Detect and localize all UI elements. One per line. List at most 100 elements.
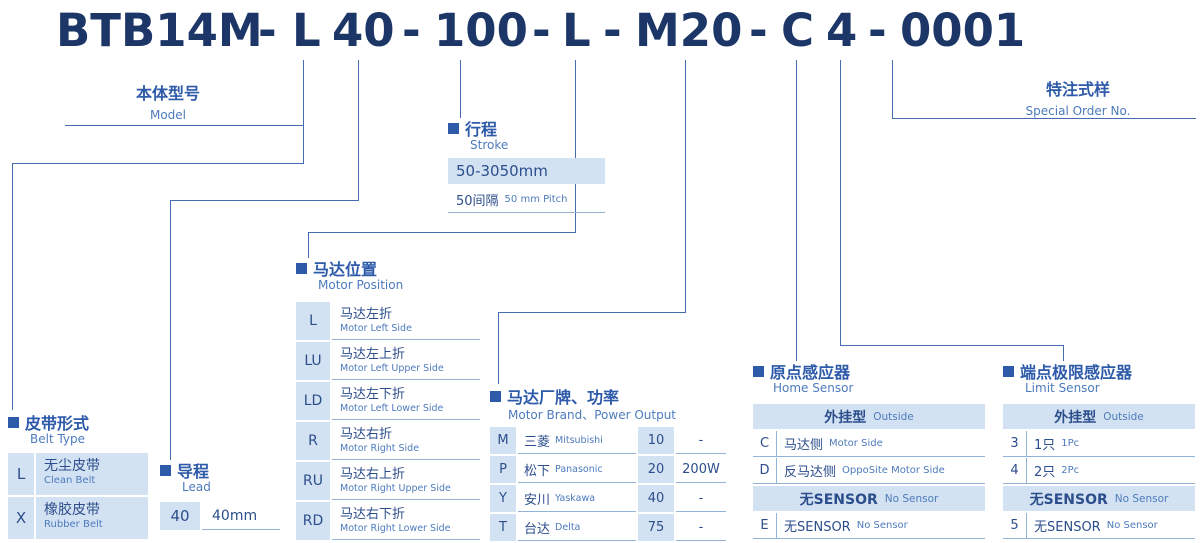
row-desc-en: Rubber Belt	[44, 519, 103, 530]
row-desc-zh: 马达侧	[784, 438, 824, 453]
table-row: LU 马达左上折 Motor Left Upper Side	[296, 342, 480, 380]
brand-en: Mitsubishi	[555, 434, 603, 446]
row-code: LU	[296, 342, 330, 380]
row-wattage: -	[676, 514, 726, 541]
row-desc-zh: 无SENSOR	[1034, 520, 1101, 535]
code-segment-motor-brand: M20	[635, 4, 743, 57]
row-desc-zh: 马达左折	[340, 307, 393, 322]
connector-line	[303, 60, 304, 163]
motor-position-title-zh: 马达位置	[313, 260, 378, 279]
row-code: E	[753, 513, 777, 538]
lead-title-zh: 导程	[177, 462, 210, 481]
row-brand: 安川 Yaskawa	[518, 485, 636, 512]
connector-line	[575, 60, 576, 232]
code-segment-special-order: 0001	[900, 4, 1026, 57]
code-segment-limit-sensor: 4	[826, 4, 858, 57]
row-desc: 马达右上折 Motor Right Upper Side	[332, 462, 480, 500]
row-desc: 无尘皮带 Clean Belt	[36, 453, 148, 495]
connector-line	[308, 232, 576, 233]
connector-line	[498, 312, 686, 313]
row-code: C	[753, 431, 777, 456]
row-desc-zh: 橡胶皮带	[44, 502, 100, 518]
table-row: D 反马达侧 OppoSite Motor Side	[753, 458, 985, 484]
row-desc-zh: 马达右折	[340, 427, 393, 442]
row-power-code: 10	[638, 427, 674, 454]
table-row: L 无尘皮带 Clean Belt	[8, 453, 148, 495]
row-brand: 松下 Panasonic	[518, 456, 636, 483]
row-desc-zh: 反马达侧	[784, 465, 837, 480]
row-code: T	[490, 514, 516, 541]
group-header-no-sensor: 无SENSOR No Sensor	[1003, 486, 1195, 511]
row-desc-en: Motor Right Upper Side	[340, 483, 451, 494]
row-desc: 2只 2Pc	[1027, 458, 1195, 483]
connector-line	[840, 60, 841, 345]
special-order-label: 特注式样 Special Order No.	[960, 76, 1196, 118]
connector-line	[358, 60, 359, 200]
row-desc-zh: 2只	[1034, 465, 1056, 480]
table-row: LD 马达左下折 Motor Left Lower Side	[296, 382, 480, 420]
limit-sensor-table: 外挂型 Outside 3 1只 1Pc 4 2只 2Pc 无SENSOR No…	[1003, 404, 1195, 540]
row-wattage: -	[676, 427, 726, 454]
connector-line	[12, 163, 13, 410]
section-bullet-icon	[1003, 365, 1014, 377]
table-row: RU 马达右上折 Motor Right Upper Side	[296, 462, 480, 500]
row-code: RU	[296, 462, 330, 500]
brand-zh: 三菱	[524, 434, 551, 450]
row-desc-zh: 无SENSOR	[784, 520, 851, 535]
row-desc-zh: 马达左下折	[340, 387, 406, 402]
table-row: M 三菱 Mitsubishi 10 -	[490, 427, 726, 454]
stroke-pitch-row: 50间隔 50 mm Pitch	[448, 187, 605, 213]
stroke-title-en: Stroke	[470, 138, 509, 152]
connector-line	[892, 60, 893, 118]
model-label: 本体型号 Model	[100, 80, 236, 122]
table-row: Y 安川 Yaskawa 40 -	[490, 485, 726, 512]
row-desc-en: 1Pc	[1061, 438, 1080, 449]
section-bullet-icon	[490, 390, 501, 402]
row-wattage: 200W	[676, 456, 726, 483]
group-en: Outside	[873, 410, 914, 423]
lead-table: 40 40mm	[160, 502, 280, 530]
code-separator-2: -	[402, 4, 421, 57]
row-desc: 马达左下折 Motor Left Lower Side	[332, 382, 480, 420]
row-desc-en: Motor Left Lower Side	[340, 403, 444, 414]
stroke-pitch-zh: 50间隔	[456, 194, 499, 209]
limit-sensor-title-en: Limit Sensor	[1025, 381, 1100, 395]
row-power-code: 75	[638, 514, 674, 541]
row-desc: 反马达侧 OppoSite Motor Side	[777, 458, 985, 483]
table-row: E 无SENSOR No Sensor	[753, 513, 985, 539]
connector-line	[796, 60, 797, 361]
connector-line	[840, 345, 1064, 346]
row-code: 40	[160, 502, 200, 530]
row-code: L	[8, 453, 34, 495]
home-sensor-title-en: Home Sensor	[773, 381, 854, 395]
table-row: RD 马达右下折 Motor Right Lower Side	[296, 502, 480, 540]
table-row: L 马达左折 Motor Left Side	[296, 302, 480, 340]
table-row: T 台达 Delta 75 -	[490, 514, 726, 541]
motor-brand-title-zh: 马达厂牌、功率	[507, 388, 620, 407]
group-zh: 外挂型	[824, 409, 867, 426]
connector-line	[892, 118, 1196, 119]
row-code: RD	[296, 502, 330, 540]
code-segment-lead: 40	[332, 4, 395, 57]
special-order-label-en: Special Order No.	[1025, 104, 1131, 118]
row-code: LD	[296, 382, 330, 420]
motor-brand-title-en: Motor Brand、Power Output	[508, 408, 677, 422]
connector-line	[498, 312, 499, 384]
row-desc: 马达左上折 Motor Left Upper Side	[332, 342, 480, 380]
section-bullet-icon	[8, 416, 19, 428]
lead-title: 导程	[160, 458, 209, 482]
stroke-range-row: 50-3050mm	[448, 158, 605, 184]
row-power-code: 40	[638, 485, 674, 512]
brand-en: Delta	[555, 521, 581, 533]
brand-en: Yaskawa	[555, 492, 596, 504]
home-sensor-title-zh: 原点感应器	[770, 363, 851, 382]
row-desc: 橡胶皮带 Rubber Belt	[36, 497, 148, 539]
row-brand: 三菱 Mitsubishi	[518, 427, 636, 454]
row-code: M	[490, 427, 516, 454]
home-sensor-table: 外挂型 Outside C 马达侧 Motor Side D 反马达侧 Oppo…	[753, 404, 985, 540]
row-desc: 马达右下折 Motor Right Lower Side	[332, 502, 480, 540]
connector-line	[12, 163, 304, 164]
stroke-title-zh: 行程	[465, 120, 498, 139]
limit-sensor-title: 端点极限感应器	[1003, 359, 1132, 383]
group-header-outside: 外挂型 Outside	[1003, 404, 1195, 429]
